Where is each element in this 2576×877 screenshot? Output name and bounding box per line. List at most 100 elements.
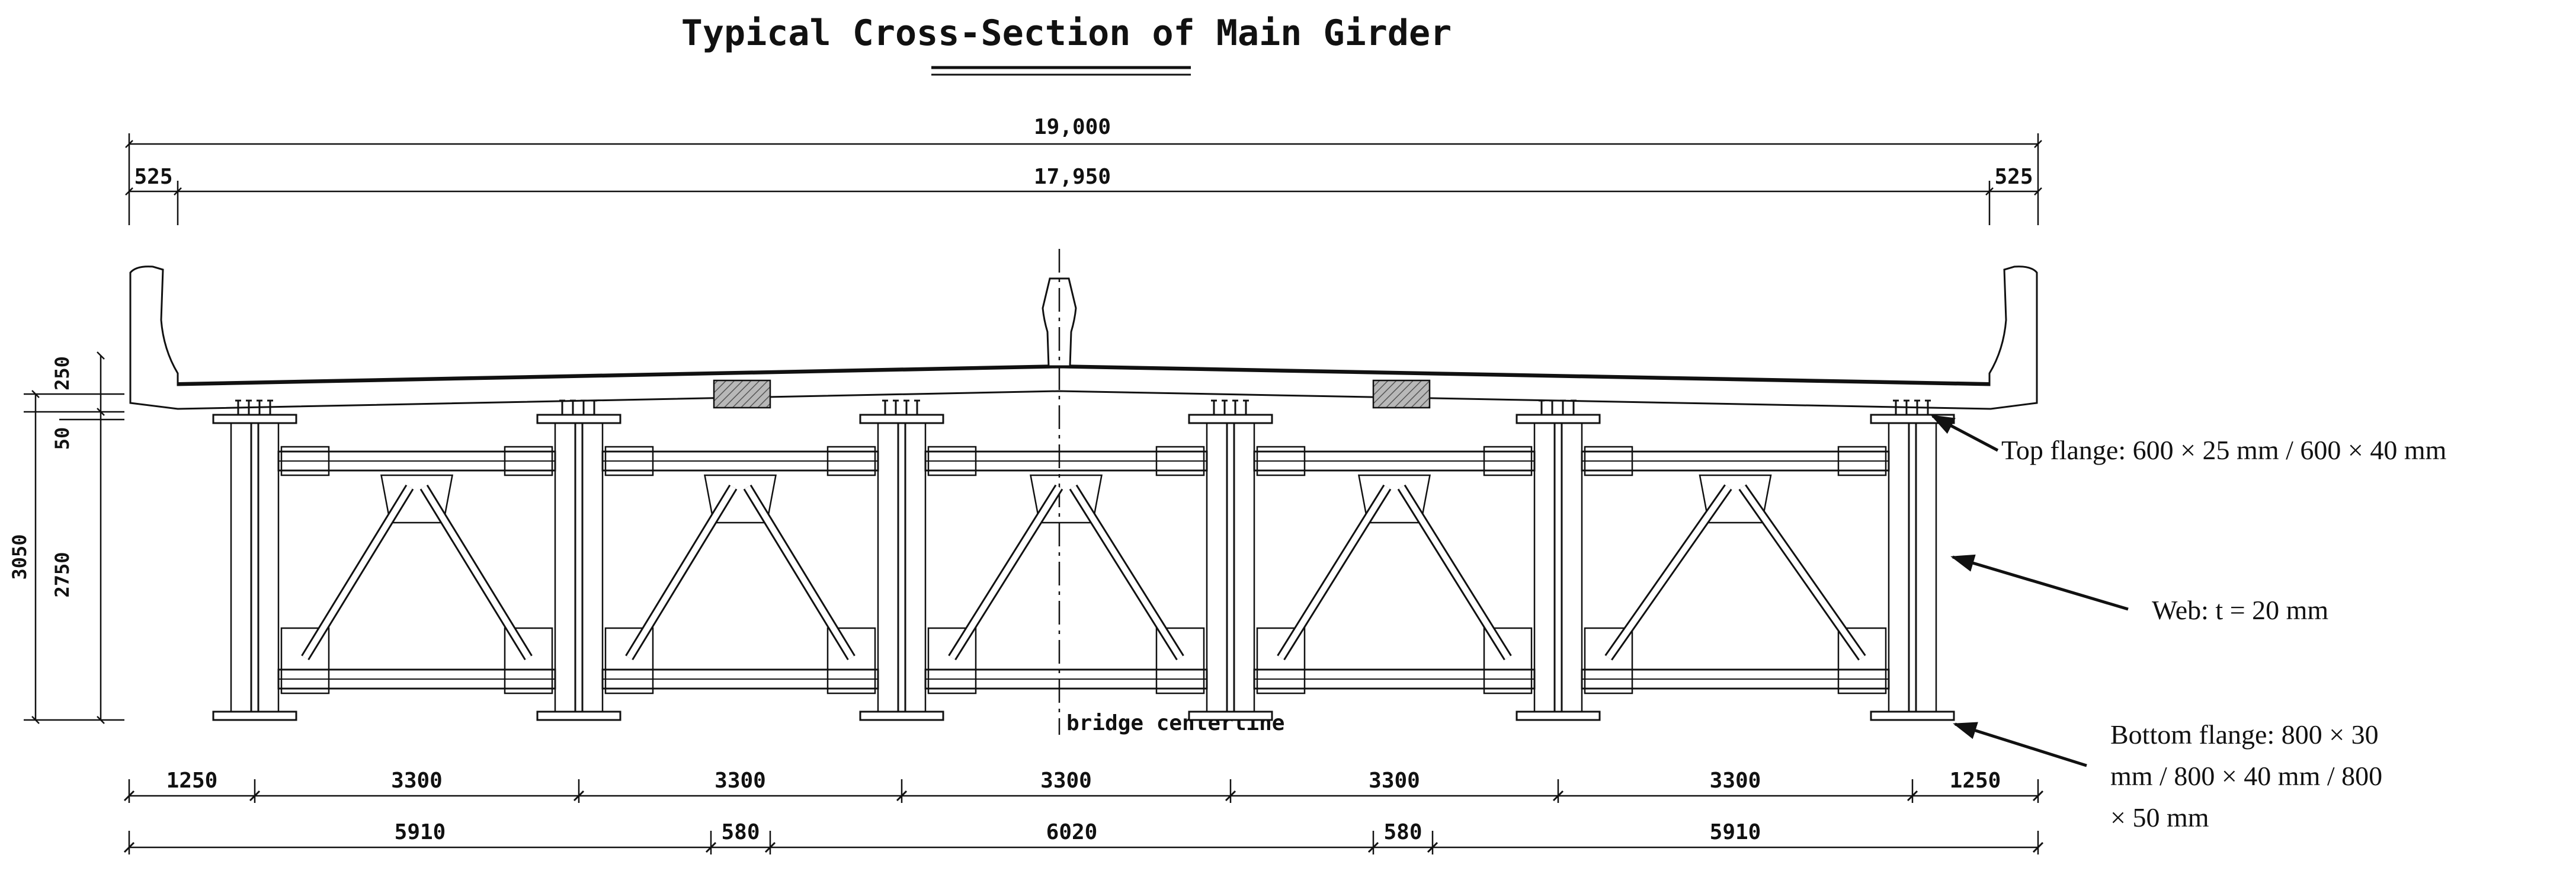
top-flange <box>536 414 621 424</box>
web <box>574 422 584 713</box>
dim-tick <box>249 790 261 802</box>
dim-overall: 19,000 <box>1034 115 1111 139</box>
conn-plate-bottom-left <box>927 627 977 694</box>
deck-slab <box>129 265 2038 410</box>
diagonal-brace-left-fill <box>626 485 736 660</box>
web <box>1908 422 1917 713</box>
conn-plate-bottom-right <box>1155 627 1205 694</box>
cross-frame-5 <box>1581 446 1890 694</box>
conn-plate-bottom-left <box>280 627 330 694</box>
callout-top-flange-arrow <box>1930 414 1999 452</box>
web <box>897 422 906 713</box>
dim-web: 2750 <box>51 552 73 597</box>
callout-bottom-flange-line-1: Bottom flange: 800 × 30 <box>2110 719 2379 750</box>
dim-label: 1250 <box>1950 769 2001 793</box>
conn-plate-top-left <box>1584 446 1633 476</box>
dim-tick <box>1907 790 1918 802</box>
dim-tick <box>123 841 135 853</box>
dim-right-edge: 525 <box>1994 165 2033 189</box>
conn-plate-bottom-right <box>504 627 553 694</box>
cross-frame-2 <box>601 446 879 694</box>
dim-label: 580 <box>721 820 760 844</box>
diagonal-brace-left-fill <box>949 485 1062 660</box>
cross-frame-4 <box>1253 446 1536 694</box>
dim-tick <box>705 841 717 853</box>
callout-bottom-flange-arrow <box>1953 722 2087 767</box>
dim-label: 1250 <box>166 769 218 793</box>
dim-label: 580 <box>1383 820 1422 844</box>
haunch-spacing-dims: 5910 580 6020 580 5910 <box>123 820 2044 854</box>
web <box>1553 422 1563 713</box>
dim-tick <box>896 790 908 802</box>
left-dimensions <box>24 351 124 724</box>
dim-tick <box>573 790 585 802</box>
dim-label: 6020 <box>1046 820 1098 844</box>
conn-plate-bottom-right <box>826 627 876 694</box>
diagonal-brace-right-fill <box>1739 485 1865 660</box>
cross-frames <box>277 446 1890 694</box>
conn-plate-top-right <box>1837 446 1887 476</box>
dim-label: 3300 <box>391 769 443 793</box>
conn-plate-bottom-left <box>604 627 654 694</box>
dim-tick <box>2032 790 2044 802</box>
callout-web-arrow <box>1950 554 2129 611</box>
diagonal-brace-right-fill <box>1399 485 1511 660</box>
dim-tick <box>1552 790 1564 802</box>
diagonal-brace-right-fill <box>421 485 531 660</box>
dim-tick <box>123 790 135 802</box>
dim-inner: 17,950 <box>1034 165 1111 189</box>
conn-plate-bottom-left <box>1256 627 1306 694</box>
top-flange <box>1516 414 1601 424</box>
dim-haunch: 50 <box>51 427 73 450</box>
conn-plate-top-left <box>280 446 330 476</box>
conn-plate-bottom-right <box>1483 627 1533 694</box>
conn-plate-top-right <box>1155 446 1205 476</box>
diagonal-brace-right-fill <box>1071 485 1183 660</box>
dim-label: 3300 <box>715 769 766 793</box>
bottom-flange <box>1516 710 1601 721</box>
girder-3 <box>859 399 944 721</box>
dim-tick <box>764 841 776 853</box>
diagonal-brace-left-fill <box>1606 485 1731 660</box>
diagonal-brace-left-fill <box>1278 485 1390 660</box>
girders <box>212 399 1955 721</box>
conn-plate-top-right <box>826 446 876 476</box>
diagonal-brace-right-fill <box>745 485 854 660</box>
bottom-flange <box>212 710 297 721</box>
dim-total: 3050 <box>8 534 31 580</box>
dim-tick <box>1427 841 1438 853</box>
top-flange <box>859 414 944 424</box>
conn-plate-bottom-left <box>1584 627 1633 694</box>
dim-label: 5910 <box>395 820 446 844</box>
diagram-title: Typical Cross-Section of Main Girder <box>681 12 1452 54</box>
conn-plate-top-right <box>504 446 553 476</box>
girder-6 <box>1870 399 1955 721</box>
dim-slab: 250 <box>51 356 73 391</box>
bottom-flange <box>1870 710 1955 721</box>
dim-tick <box>2032 841 2044 853</box>
web <box>250 422 259 713</box>
dim-tick <box>1367 841 1379 853</box>
dim-label: 5910 <box>1710 820 1761 844</box>
callout-bottom-flange-line-2: mm / 800 × 40 mm / 800 <box>2110 761 2382 791</box>
top-flange <box>1188 414 1273 424</box>
bottom-flange <box>859 710 944 721</box>
bottom-flange <box>536 710 621 721</box>
dim-left-edge: 525 <box>134 165 172 189</box>
cross-frame-3 <box>924 446 1208 694</box>
callout-bottom-flange-line-3: × 50 mm <box>2110 802 2209 833</box>
callout-web: Web: t = 20 mm <box>2152 595 2328 625</box>
girder-2 <box>536 399 621 721</box>
conn-plate-top-left <box>604 446 654 476</box>
haunch-right <box>1372 379 1431 409</box>
girder-4 <box>1188 399 1273 721</box>
top-flange <box>212 414 297 424</box>
conn-plate-bottom-right <box>1837 627 1887 694</box>
conn-plate-top-left <box>1256 446 1306 476</box>
haunch-left <box>713 379 771 409</box>
dim-label: 3300 <box>1710 769 1761 793</box>
diagonal-brace-left-fill <box>302 485 412 660</box>
